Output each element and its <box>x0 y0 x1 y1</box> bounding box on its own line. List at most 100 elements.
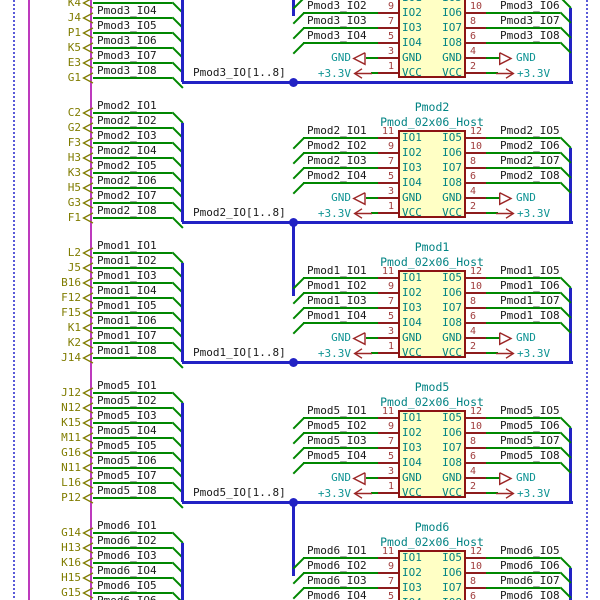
net-label[interactable]: Pmod6_IO4 <box>97 564 157 577</box>
pin-number[interactable]: 1 <box>387 341 394 352</box>
pin-ref[interactable]: G2 <box>67 121 81 134</box>
pin-number[interactable]: 6 <box>470 451 477 462</box>
pin-number[interactable]: 7 <box>387 296 394 307</box>
net-label[interactable]: Pmod2_IO5 <box>97 159 157 172</box>
net-label[interactable]: Pmod5_IO2 <box>97 394 157 407</box>
pin-name[interactable]: IO7 <box>442 581 462 594</box>
net-label[interactable]: Pmod6_IO1 <box>97 519 157 532</box>
pin-name[interactable]: IO5 <box>442 411 462 424</box>
pin-name[interactable]: IO7 <box>442 161 462 174</box>
power-label-gnd[interactable]: GND <box>331 471 351 484</box>
pin-name[interactable]: VCC <box>402 486 422 499</box>
power-label-vcc[interactable]: +3.3V <box>317 347 351 360</box>
net-label[interactable]: Pmod1_IO2 <box>97 254 157 267</box>
pin-name[interactable]: IO2 <box>402 6 422 19</box>
bus-label[interactable]: Pmod1_IO[1..8] <box>193 346 286 359</box>
pin-ref[interactable]: G14 <box>61 526 81 539</box>
pin-name[interactable]: IO7 <box>442 21 462 34</box>
pin-number[interactable]: 8 <box>470 296 477 307</box>
pin-name[interactable]: IO4 <box>402 316 422 329</box>
pin-ref[interactable]: H15 <box>61 571 81 584</box>
pin-number[interactable]: 9 <box>387 141 394 152</box>
pin-name[interactable]: IO2 <box>402 286 422 299</box>
pin-number[interactable]: 8 <box>470 576 477 587</box>
pin-name[interactable]: IO3 <box>402 21 422 34</box>
pin-ref[interactable]: H5 <box>67 181 81 194</box>
pin-name[interactable]: IO4 <box>402 456 422 469</box>
pin-name[interactable]: IO3 <box>402 301 422 314</box>
pin-number[interactable]: 4 <box>470 46 477 57</box>
pin-number[interactable]: 11 <box>381 266 394 277</box>
pin-number[interactable]: 5 <box>387 451 394 462</box>
pin-number[interactable]: 7 <box>387 156 394 167</box>
net-label[interactable]: Pmod1_IO1 <box>307 264 367 277</box>
pin-ref[interactable]: C2 <box>67 106 81 119</box>
net-label[interactable]: Pmod2_IO4 <box>97 144 157 157</box>
net-label[interactable]: Pmod3_IO6 <box>500 0 560 12</box>
pin-number[interactable]: 9 <box>387 1 394 12</box>
net-label[interactable]: Pmod1_IO4 <box>97 284 157 297</box>
pin-ref[interactable]: F15 <box>61 306 81 319</box>
net-label[interactable]: Pmod2_IO6 <box>500 139 560 152</box>
net-label[interactable]: Pmod6_IO6 <box>500 559 560 572</box>
pin-number[interactable]: 3 <box>387 186 394 197</box>
bus-label[interactable]: Pmod5_IO[1..8] <box>193 486 286 499</box>
pin-name[interactable]: IO8 <box>442 316 462 329</box>
pin-number[interactable]: 10 <box>470 1 483 12</box>
net-label[interactable]: Pmod1_IO3 <box>307 294 367 307</box>
pin-number[interactable]: 5 <box>387 31 394 42</box>
component-value[interactable]: Pmod_02x06_Host <box>380 115 484 129</box>
component-value[interactable]: Pmod_02x06_Host <box>380 255 484 269</box>
pin-name[interactable]: IO6 <box>442 146 462 159</box>
pin-name[interactable]: IO3 <box>402 441 422 454</box>
pin-number[interactable]: 8 <box>470 16 477 27</box>
net-label[interactable]: Pmod1_IO5 <box>500 264 560 277</box>
net-label[interactable]: Pmod2_IO1 <box>307 124 367 137</box>
pin-ref[interactable]: K5 <box>67 41 81 54</box>
power-label-gnd[interactable]: GND <box>331 191 351 204</box>
pin-ref[interactable]: L2 <box>67 246 81 259</box>
pin-name[interactable]: VCC <box>442 206 462 219</box>
power-label-gnd[interactable]: GND <box>516 51 536 64</box>
pin-number[interactable]: 1 <box>387 201 394 212</box>
pin-number[interactable]: 2 <box>470 201 477 212</box>
pin-number[interactable]: 8 <box>470 156 477 167</box>
net-label[interactable]: Pmod6_IO3 <box>307 574 367 587</box>
pin-number[interactable]: 12 <box>470 126 483 137</box>
pin-name[interactable]: IO1 <box>402 551 422 564</box>
pin-name[interactable]: IO8 <box>312 597 462 600</box>
net-label[interactable]: Pmod5_IO7 <box>97 469 157 482</box>
net-label[interactable]: Pmod2_IO2 <box>97 114 157 127</box>
pin-number[interactable]: 3 <box>387 466 394 477</box>
pin-name[interactable]: GND <box>402 191 422 204</box>
pin-name[interactable]: GND <box>402 51 422 64</box>
net-label[interactable]: Pmod1_IO2 <box>307 279 367 292</box>
pin-name[interactable]: IO5 <box>312 0 462 4</box>
pin-name[interactable]: GND <box>442 471 462 484</box>
net-label[interactable]: Pmod6_IO1 <box>307 544 367 557</box>
pin-number[interactable]: 3 <box>387 46 394 57</box>
pin-number[interactable]: 7 <box>387 16 394 27</box>
component-reference[interactable]: Pmod1 <box>414 240 450 254</box>
pin-name[interactable]: IO7 <box>442 301 462 314</box>
net-label[interactable]: Pmod6_IO7 <box>500 574 560 587</box>
pin-ref[interactable]: K15 <box>61 416 81 429</box>
net-label[interactable]: Pmod2_IO1 <box>97 99 157 112</box>
pin-ref[interactable]: K2 <box>67 336 81 349</box>
net-label[interactable]: Pmod1_IO6 <box>500 279 560 292</box>
pin-number[interactable]: 5 <box>387 591 394 600</box>
pin-ref[interactable]: P1 <box>67 26 81 39</box>
power-label-vcc[interactable]: +3.3V <box>517 67 551 80</box>
pin-number[interactable]: 4 <box>470 326 477 337</box>
pin-ref[interactable]: G16 <box>61 446 81 459</box>
pin-number[interactable]: 9 <box>387 281 394 292</box>
pin-name[interactable]: GND <box>402 331 422 344</box>
power-label-vcc[interactable]: +3.3V <box>517 347 551 360</box>
pin-number[interactable]: 12 <box>470 266 483 277</box>
pin-number[interactable]: 10 <box>470 141 483 152</box>
pin-number[interactable]: 12 <box>470 406 483 417</box>
net-label[interactable]: Pmod1_IO8 <box>97 344 157 357</box>
pin-ref[interactable]: K16 <box>61 556 81 569</box>
component-value[interactable]: Pmod_02x06_Host <box>380 395 484 409</box>
net-label[interactable]: Pmod5_IO5 <box>97 439 157 452</box>
